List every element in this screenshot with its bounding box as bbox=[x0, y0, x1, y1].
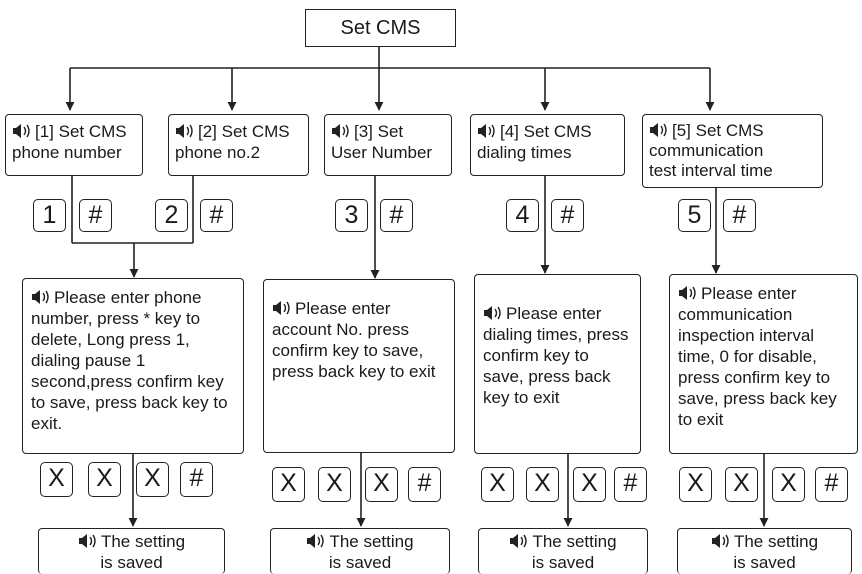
key-hash: # bbox=[200, 199, 233, 232]
key-x: X bbox=[272, 467, 305, 502]
key-hash: # bbox=[614, 467, 647, 502]
speaker-icon bbox=[307, 534, 325, 548]
prompt-box-1: Please enter phone number, press * key t… bbox=[22, 278, 244, 454]
key-2: 2 bbox=[155, 199, 188, 232]
speaker-icon bbox=[176, 124, 193, 138]
speaker-icon bbox=[510, 534, 528, 548]
speaker-icon bbox=[32, 290, 49, 304]
key-hash: # bbox=[551, 199, 584, 232]
step-label-5: [5] Set CMS communication test interval … bbox=[649, 121, 773, 180]
prompt-box-4: Please enter communication inspection in… bbox=[669, 274, 858, 454]
prompt-text-2: Please enter account No. press confirm k… bbox=[272, 299, 436, 381]
step-label-2: [2] Set CMS phone no.2 bbox=[175, 122, 290, 162]
step-box-4: [4] Set CMS dialing times bbox=[470, 114, 625, 176]
key-hash: # bbox=[723, 199, 756, 232]
key-hash: # bbox=[380, 199, 413, 232]
step-box-2: [2] Set CMS phone no.2 bbox=[168, 114, 309, 176]
step-label-1: [1] Set CMS phone number bbox=[12, 122, 127, 162]
key-hash: # bbox=[180, 462, 213, 497]
speaker-icon bbox=[332, 124, 349, 138]
key-x: X bbox=[318, 467, 351, 502]
key-hash: # bbox=[408, 467, 441, 502]
key-x: X bbox=[526, 467, 559, 502]
key-3: 3 bbox=[335, 199, 368, 232]
prompt-box-3: Please enter dialing times, press confir… bbox=[474, 274, 641, 454]
title-box: Set CMS bbox=[305, 9, 456, 47]
prompt-text-1: Please enter phone number, press * key t… bbox=[31, 288, 228, 433]
step-box-5: [5] Set CMS communication test interval … bbox=[642, 114, 823, 188]
key-x: X bbox=[481, 467, 514, 502]
key-hash: # bbox=[79, 199, 112, 232]
key-x: X bbox=[88, 462, 121, 497]
step-label-4: [4] Set CMS dialing times bbox=[477, 122, 592, 162]
speaker-icon bbox=[478, 124, 495, 138]
prompt-text-4: Please enter communication inspection in… bbox=[678, 284, 837, 429]
speaker-icon bbox=[484, 306, 501, 320]
saved-text: The setting is saved bbox=[100, 532, 186, 572]
prompt-box-2: Please enter account No. press confirm k… bbox=[263, 279, 455, 453]
speaker-icon bbox=[650, 123, 667, 137]
key-1: 1 bbox=[33, 199, 66, 232]
speaker-icon bbox=[13, 124, 30, 138]
saved-box-3: The setting is saved bbox=[478, 528, 648, 574]
key-x: X bbox=[573, 467, 606, 502]
key-x: X bbox=[772, 467, 805, 502]
key-hash: # bbox=[815, 467, 848, 502]
saved-box-2: The setting is saved bbox=[270, 528, 450, 574]
prompt-text-3: Please enter dialing times, press confir… bbox=[483, 304, 629, 407]
key-5: 5 bbox=[678, 199, 711, 232]
speaker-icon bbox=[711, 534, 729, 548]
saved-box-1: The setting is saved bbox=[38, 528, 225, 574]
saved-text: The setting is saved bbox=[531, 532, 617, 572]
speaker-icon bbox=[273, 301, 290, 315]
step-label-3: [3] Set User Number bbox=[331, 122, 433, 162]
saved-box-4: The setting is saved bbox=[677, 528, 852, 574]
saved-text: The setting is saved bbox=[328, 532, 414, 572]
step-box-1: [1] Set CMS phone number bbox=[5, 114, 143, 176]
step-box-3: [3] Set User Number bbox=[324, 114, 452, 176]
key-x: X bbox=[725, 467, 758, 502]
key-x: X bbox=[136, 462, 169, 497]
key-x: X bbox=[679, 467, 712, 502]
speaker-icon bbox=[78, 534, 96, 548]
speaker-icon bbox=[679, 286, 696, 300]
key-4: 4 bbox=[506, 199, 539, 232]
key-x: X bbox=[40, 462, 73, 497]
key-x: X bbox=[365, 467, 398, 502]
saved-text: The setting is saved bbox=[733, 532, 819, 572]
